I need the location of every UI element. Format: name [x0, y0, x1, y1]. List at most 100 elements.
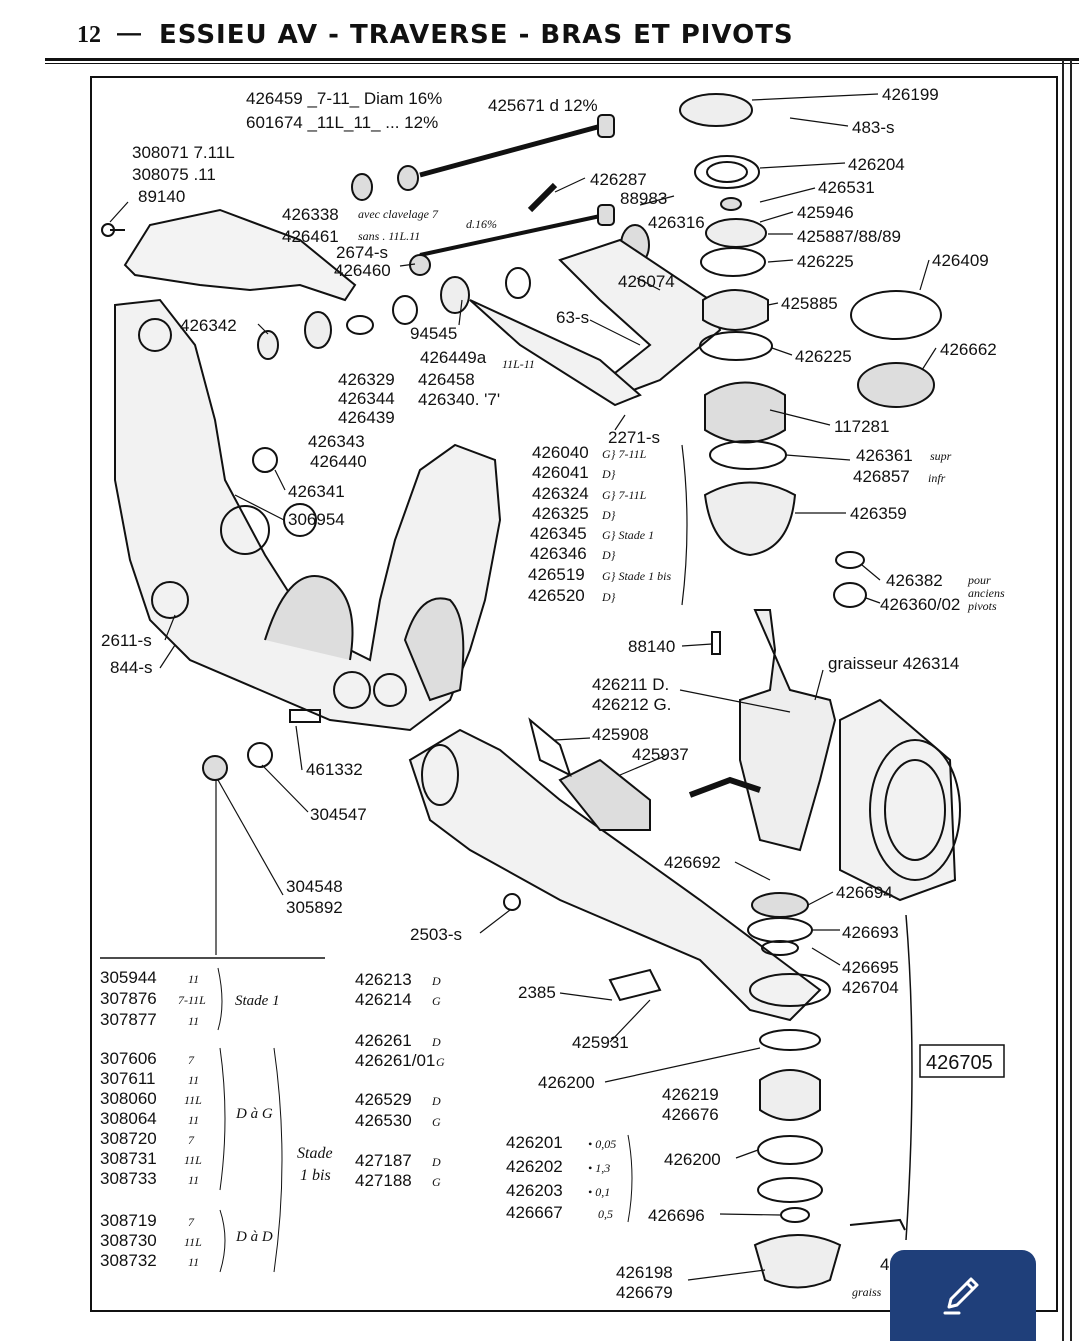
stade1-table: 305944 11 307876 7-11L 307877 11 Stade 1 — [100, 967, 280, 1031]
stub-axle — [739, 609, 837, 852]
label-426341: 426341 — [288, 482, 345, 501]
label-425671: 425671 d 12% — [488, 96, 598, 115]
table-cell: • 0,05 — [588, 1137, 616, 1151]
table-cell: 307877 — [100, 1010, 157, 1029]
dag-label: D à G — [235, 1106, 273, 1122]
right-margin-line — [1062, 60, 1064, 1341]
label-426694: 426694 — [836, 883, 893, 902]
table-cell: D — [431, 1155, 441, 1169]
label-426324: 426324 — [532, 484, 589, 503]
table-cell: G — [436, 1055, 445, 1069]
table-cell: 7 — [188, 1215, 195, 1229]
dad-label: D à D — [235, 1229, 273, 1245]
dag-table: 307606 7 307611 11 308060 11L 308064 11 … — [100, 1047, 273, 1191]
note-426346: D} — [601, 548, 616, 562]
label-426692: 426692 — [664, 853, 721, 872]
table-cell: 308719 — [100, 1211, 157, 1230]
label-844s: 844-s — [110, 658, 153, 677]
label-425937: 425937 — [632, 745, 689, 764]
label-601674: 601674 _11L_11_ ... 12% — [246, 113, 438, 132]
label-426662: 426662 — [940, 340, 997, 359]
note-pivots-2: anciens — [968, 586, 1005, 600]
label-426520: 426520 — [528, 586, 585, 605]
label-426342: 426342 — [180, 316, 237, 335]
table-cell: 11L — [184, 1235, 202, 1249]
label-426449a: 426449a — [420, 348, 487, 367]
label-426439: 426439 — [338, 408, 395, 427]
table-cell: 308731 — [100, 1149, 157, 1168]
mid-column-parts: 426213 D 426214 G 426261 D 426261/01 G 4… — [355, 970, 445, 1190]
label-426460: 426460 — [334, 261, 391, 280]
table-cell: • 1,3 — [588, 1161, 610, 1175]
label-426316: 426316 — [648, 213, 705, 232]
note-dia16: d.16% — [466, 217, 497, 231]
label-426199: 426199 — [882, 85, 939, 104]
edit-button[interactable] — [890, 1250, 1036, 1341]
label-2674s: 2674-s — [336, 243, 388, 262]
label-426382: 426382 — [886, 571, 943, 590]
label-426360: 426360/02 — [880, 595, 960, 614]
table-cell: 11 — [188, 1255, 199, 1269]
pencil-edit-icon — [935, 1265, 991, 1326]
stade1bis-label: Stade — [297, 1145, 333, 1162]
label-graiss: graiss — [852, 1285, 882, 1299]
table-cell: 11 — [188, 1173, 199, 1187]
table-cell: 307876 — [100, 989, 157, 1008]
label-426361: 426361 — [856, 446, 913, 465]
table-cell: 308720 — [100, 1129, 157, 1148]
label-426704: 426704 — [842, 978, 899, 997]
header-rule — [45, 58, 1079, 61]
label-2611s: 2611-s — [101, 631, 152, 650]
note-426338: avec clavelage 7 — [358, 207, 439, 221]
crossmember-traverse — [114, 298, 502, 732]
header-rule-thin — [45, 63, 1079, 64]
table-cell: 427187 — [355, 1151, 412, 1170]
label-426040: 426040 — [532, 443, 589, 462]
label-426695: 426695 — [842, 958, 899, 977]
table-cell: 11L — [184, 1153, 202, 1167]
label-305892: 305892 — [286, 898, 343, 917]
table-cell: 11L — [184, 1093, 202, 1107]
table-cell: 426530 — [355, 1111, 412, 1130]
table-cell: 7 — [188, 1053, 195, 1067]
table-cell: D — [431, 974, 441, 988]
label-2503s: 2503-s — [410, 925, 462, 944]
label-426340: 426340. '7' — [418, 390, 500, 409]
label-117281: 117281 — [834, 417, 889, 436]
label-425887: 425887/88/89 — [797, 227, 901, 246]
label-308075: 308075 .11 — [132, 165, 216, 184]
label-426225-top: 426225 — [797, 252, 854, 271]
label-308071: 308071 7.11L — [132, 143, 235, 162]
label-426074: 426074 — [618, 272, 675, 291]
note-426449a: 11L-11 — [502, 357, 535, 371]
page-number: 12 — [77, 22, 101, 48]
table-cell: 308730 — [100, 1231, 157, 1250]
page-header: 12 — ESSIEU AV - TRAVERSE - BRAS ET PIVO… — [45, 14, 1079, 64]
note-pivots-1: pour — [967, 573, 991, 587]
label-426200-a: 426200 — [538, 1073, 595, 1092]
label-2271s: 2271-s — [608, 428, 660, 447]
note-426040: G} 7-11L — [602, 447, 647, 461]
label-426696: 426696 — [648, 1206, 705, 1225]
table-cell: 426261/01 — [355, 1051, 435, 1070]
table-cell: 426667 — [506, 1203, 563, 1222]
dad-table: 308719 7 308730 11L 308732 11 D à D — [100, 1209, 273, 1273]
table-cell: • 0,1 — [588, 1185, 610, 1199]
table-cell: 426213 — [355, 970, 412, 989]
table-cell: 427188 — [355, 1171, 412, 1190]
label-461332: 461332 — [306, 760, 363, 779]
table-cell: D — [431, 1094, 441, 1108]
table-cell: 11 — [188, 1113, 199, 1127]
label-88140: 88140 — [628, 637, 675, 656]
note-426041: D} — [601, 467, 616, 481]
dust-cup — [703, 481, 797, 557]
note-426520: D} — [601, 590, 616, 604]
label-89140: 89140 — [138, 187, 185, 206]
label-304547: 304547 — [310, 805, 367, 824]
label-426338: 426338 — [282, 205, 339, 224]
table-cell: 307611 — [100, 1069, 155, 1088]
table-cell: 307606 — [100, 1049, 157, 1068]
label-426211: 426211 D. — [592, 675, 669, 694]
label-88983: 88983 — [620, 189, 667, 208]
